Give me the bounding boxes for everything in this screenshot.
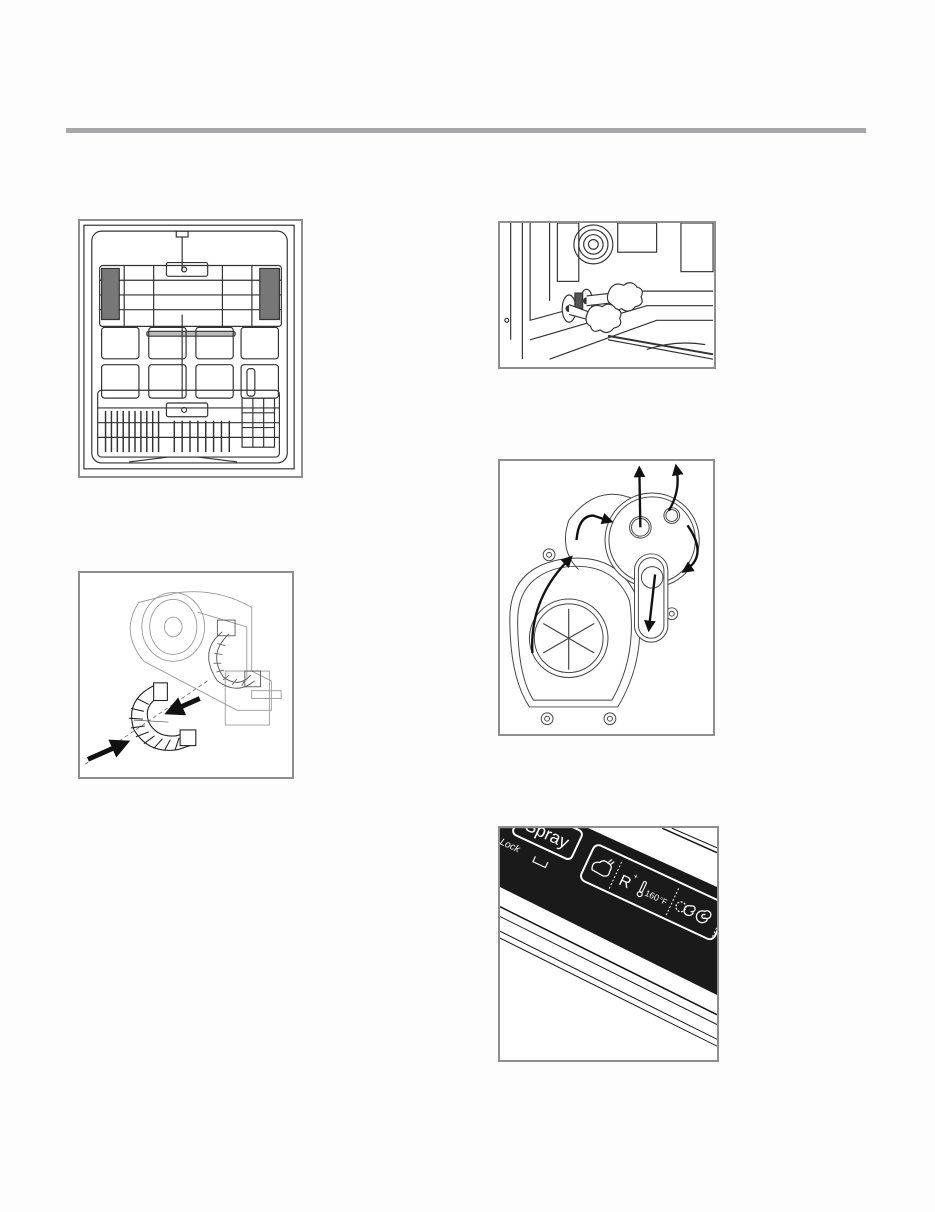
gasket-removal-illustration bbox=[84, 591, 282, 765]
spray-button-graphic bbox=[512, 828, 583, 861]
header-rule bbox=[66, 128, 866, 133]
figure-control-panel-closeup: Spray d Lock R + 160 °F bbox=[498, 826, 719, 1062]
figure-impeller-gasket-removal bbox=[78, 571, 294, 779]
figure-pump-flow-diagram bbox=[498, 459, 715, 736]
svg-text:+: + bbox=[632, 871, 640, 881]
thermometer-icon bbox=[636, 880, 647, 898]
figure-water-inlet-hoses bbox=[498, 221, 716, 369]
control-panel-illustration: Spray d Lock R + 160 °F bbox=[500, 828, 717, 1047]
spray-high-icon bbox=[695, 910, 712, 924]
dishwasher-interior-illustration bbox=[83, 224, 295, 470]
lock-partial-label: Lo bbox=[716, 930, 717, 943]
steam-icon bbox=[591, 859, 615, 877]
temperature-unit: °F bbox=[658, 895, 669, 907]
spray-low-icon bbox=[675, 901, 687, 913]
pump-flow-illustration bbox=[509, 463, 700, 726]
figure-dishwasher-interior bbox=[78, 219, 303, 478]
spray-medium-icon bbox=[683, 905, 696, 917]
water-inlet-illustration bbox=[504, 223, 714, 360]
